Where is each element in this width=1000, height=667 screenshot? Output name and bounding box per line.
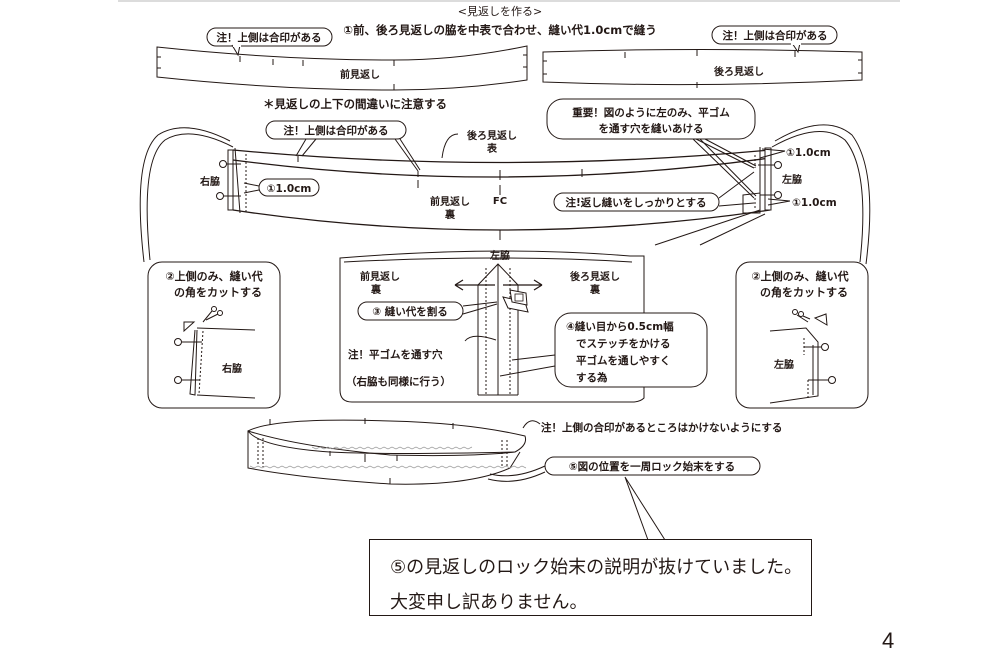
step4-line3: 平ゴムを通しやすく: [576, 354, 670, 367]
front-center-label: FC: [493, 196, 507, 207]
step4-bubble: ④縫い目から0.5cm幅 でステッチをかける 平ゴムを通しやすく する為: [499, 312, 708, 388]
step4-line4: する為: [576, 371, 608, 384]
step4-line1: ④縫い目から0.5cm幅: [566, 320, 674, 333]
correction-line1: ⑤の見返しのロック始末の説明が抜けていました。: [390, 557, 803, 578]
back-facing-piece: 後ろ見返し: [542, 49, 863, 88]
backstitch-note-text: 注!返し縫いをしっかりとする: [566, 196, 707, 209]
assembled-facing: [139, 124, 871, 265]
caution-text: ＊見返しの上下の間違いに注意する: [263, 97, 447, 111]
seam-allowance-left-bottom: ①1.0cm: [792, 197, 837, 209]
step4-line2: でステッチをかける: [576, 338, 671, 350]
detail-front-label: 前見返し: [360, 270, 400, 283]
front-facing-piece: 前見返し: [156, 45, 528, 91]
step5-text: ⑤図の位置を一周ロック始末をする: [569, 460, 735, 473]
important-note-line2: を通す穴を縫いあける: [599, 122, 704, 135]
same-on-right-note: （右脇も同様に行う）: [346, 375, 451, 388]
step1-instruction: ①前、後ろ見返しの脇を中表で合わせ、縫い代1.0cmで縫う: [343, 23, 656, 37]
step2-left-line2: の角をカットする: [760, 285, 848, 299]
side-seam-detail-panel: 左脇 前見返し 裏 後ろ見返し 裏 ③ 縫い代を割る 注！平ゴムを通す穴 （右脇…: [339, 249, 708, 403]
scissors-icon: [202, 306, 223, 323]
back-note-text: 注！上側は合印がある: [723, 29, 828, 42]
back-facing-side-label: 表: [486, 142, 498, 155]
right-side-label: 右脇: [199, 175, 220, 188]
important-note-bubble: 重要！図のように左のみ、平ゴム を通す穴を縫いあける: [546, 98, 757, 199]
front-note-text: 注！上側は合印がある: [217, 31, 322, 44]
elastic-hole-note: 注！平ゴムを通す穴: [348, 348, 443, 361]
step2-right-line2: の角をカットする: [174, 285, 262, 299]
scissors-icon: [792, 309, 811, 323]
detail-back-label: 後ろ見返し: [570, 270, 620, 283]
detail-back-side: 裏: [589, 283, 601, 296]
seam-allowance-right: ①1.0cm: [267, 183, 312, 195]
front-note-bubble: 注！上側は合印がある: [206, 27, 333, 57]
step2-left-line1: ②上側のみ、縫い代: [751, 269, 848, 283]
step2-right-line1: ②上側のみ、縫い代: [165, 269, 262, 283]
detail-side-label: 左脇: [489, 249, 510, 262]
detail-front-side: 裏: [370, 283, 382, 296]
top-note-text: 注！上側は合印がある: [284, 124, 389, 137]
serged-facing-ring: [247, 418, 546, 485]
back-note-bubble: 注！上側は合印がある: [711, 25, 838, 54]
step5-bubble: ⑤図の位置を一周ロック始末をする: [544, 456, 761, 476]
back-facing-label: 後ろ見返し: [714, 65, 764, 78]
step2-right-side-label: 右脇: [221, 362, 242, 375]
section-title: <見返しを作る>: [458, 5, 542, 18]
step3-text: ③ 縫い代を割る: [372, 305, 448, 318]
left-side-label: 左脇: [781, 173, 802, 186]
step2-left-box: ②上側のみ、縫い代 の角をカットする 左脇: [735, 261, 869, 409]
seam-allowance-right-callout: ①1.0cm: [243, 178, 320, 197]
step3-bubble: ③ 縫い代を割る: [357, 301, 498, 321]
page-top-rule: [118, 0, 900, 2]
front-facing-label: 前見返し: [340, 68, 380, 81]
important-note-line1: 重要！図のように左のみ、平ゴム: [572, 106, 730, 119]
top-note-bubble-assembled: 注！上側は合印がある: [265, 120, 421, 172]
front-facing-side-label: 裏: [444, 208, 456, 221]
back-facing-assembled-label: 後ろ見返し: [467, 129, 517, 142]
correction-notice: ⑤の見返しのロック始末の説明が抜けていました。 大変申し訳ありません。: [369, 539, 812, 616]
seam-allowance-left-top: ①1.0cm: [786, 147, 831, 159]
front-facing-assembled-label: 前見返し: [430, 195, 470, 208]
iron-icon: [502, 289, 529, 313]
no-stitch-note: 注！上側の合印があるところはかけないようにする: [541, 421, 782, 434]
step2-right-box: ②上側のみ、縫い代 の角をカットする 右脇: [147, 261, 281, 409]
step2-left-side-label: 左脇: [773, 358, 794, 371]
backstitch-note-bubble: 注!返し縫いをしっかりとする: [553, 171, 755, 212]
correction-line2: 大変申し訳ありません。: [390, 592, 588, 613]
page-number: 4: [882, 628, 895, 653]
